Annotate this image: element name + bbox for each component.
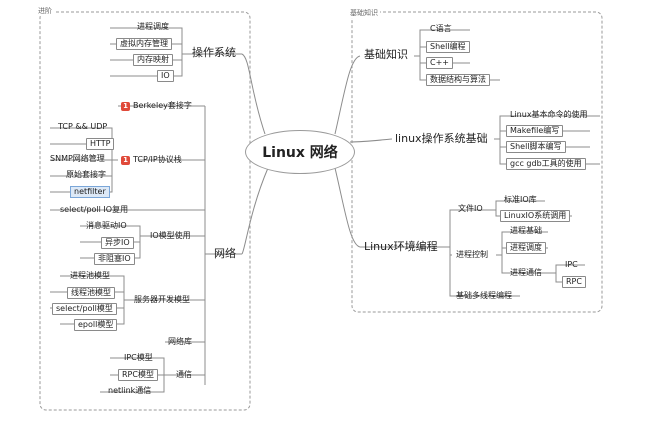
center-topic-node[interactable]: Linux 网络 — [245, 130, 355, 174]
node-linux-os-item[interactable]: Linux基本命令的使用 — [510, 110, 588, 119]
left-section-frame — [39, 11, 251, 411]
node-basics-item[interactable]: C语言 — [430, 24, 452, 33]
node-multithread[interactable]: 基础多线程编程 — [456, 291, 512, 300]
node-tcpip-item[interactable]: HTTP — [86, 138, 115, 150]
node-select-poll[interactable]: select/poll IO复用 — [60, 205, 129, 214]
node-os-item[interactable]: 虚拟内存管理 — [116, 38, 172, 50]
link-linux-os — [349, 138, 393, 143]
link-os — [241, 53, 266, 135]
node-tcpip-label: TCP/IP协议栈 — [133, 155, 182, 164]
node-netlib[interactable]: 网络库 — [168, 337, 192, 346]
node-proc-item[interactable]: 进程基础 — [510, 226, 542, 235]
node-tcpip-item[interactable]: SNMP网络管理 — [50, 154, 105, 163]
node-os-item[interactable]: 进程调度 — [137, 22, 169, 31]
node-file-io[interactable]: 文件IO — [458, 204, 483, 213]
right-section-title: 基础知识 — [348, 9, 380, 18]
branch-os[interactable]: 操作系统 — [192, 46, 236, 59]
node-basics-item[interactable]: C++ — [426, 57, 453, 69]
branch-linux-os[interactable]: linux操作系统基础 — [395, 132, 488, 145]
node-server-item[interactable]: 线程池模型 — [67, 287, 115, 299]
branch-basics[interactable]: 基础知识 — [364, 48, 408, 61]
node-tcpip-item[interactable]: netfilter — [70, 186, 110, 198]
node-berkeley-label: Berkeley套接字 — [133, 101, 192, 110]
link-basics — [334, 55, 361, 135]
node-server-item[interactable]: 进程池模型 — [70, 271, 110, 280]
node-basics-item[interactable]: Shell编程 — [426, 41, 470, 53]
node-io-model-item[interactable]: 异步IO — [101, 237, 134, 249]
left-section-title: 进阶 — [36, 7, 54, 16]
branch-network[interactable]: 网络 — [214, 247, 236, 260]
node-io-model-item[interactable]: 消息驱动IO — [86, 221, 127, 230]
node-proc-control[interactable]: 进程控制 — [456, 250, 488, 259]
right-section-frame — [351, 11, 603, 313]
node-proc-comm[interactable]: 进程通信 — [510, 268, 542, 277]
node-os-item[interactable]: 内存映射 — [133, 54, 173, 66]
node-proc-item[interactable]: 进程调度 — [506, 242, 546, 254]
link-env — [334, 167, 361, 248]
node-io-model-item[interactable]: 非阻塞IO — [94, 253, 135, 265]
node-comm-item[interactable]: IPC模型 — [124, 353, 153, 362]
node-linux-os-item[interactable]: Shell脚本编写 — [506, 141, 566, 153]
link-network — [241, 167, 269, 255]
node-server-item[interactable]: select/poll模型 — [52, 303, 117, 315]
priority-1-icon: 1 — [121, 102, 130, 111]
node-server-item[interactable]: epoll模型 — [74, 319, 118, 331]
priority-1-icon: 1 — [121, 156, 130, 165]
branch-env[interactable]: Linux环境编程 — [364, 240, 438, 253]
node-comm-item[interactable]: netlink通信 — [108, 386, 152, 395]
node-server-model[interactable]: 服务器开发模型 — [134, 295, 190, 304]
node-comm[interactable]: 通信 — [176, 370, 192, 379]
node-file-io-item[interactable]: LinuxIO系统调用 — [500, 210, 571, 222]
node-io-model[interactable]: IO模型使用 — [150, 231, 191, 240]
node-basics-item[interactable]: 数据结构与算法 — [426, 74, 490, 86]
node-linux-os-item[interactable]: Makefile编写 — [506, 125, 564, 137]
node-file-io-item[interactable]: 标准IO库 — [504, 195, 537, 204]
node-comm-item[interactable]: RPC模型 — [118, 369, 158, 381]
node-proc-comm-item[interactable]: RPC — [562, 276, 586, 288]
node-tcpip-item[interactable]: TCP && UDP — [58, 122, 108, 131]
center-topic-label: Linux 网络 — [262, 145, 338, 161]
node-tcpip-item[interactable]: 原始套接字 — [66, 170, 106, 179]
node-os-item[interactable]: IO — [157, 70, 174, 82]
node-proc-comm-item[interactable]: IPC — [565, 260, 578, 269]
node-linux-os-item[interactable]: gcc gdb工具的使用 — [506, 158, 586, 170]
